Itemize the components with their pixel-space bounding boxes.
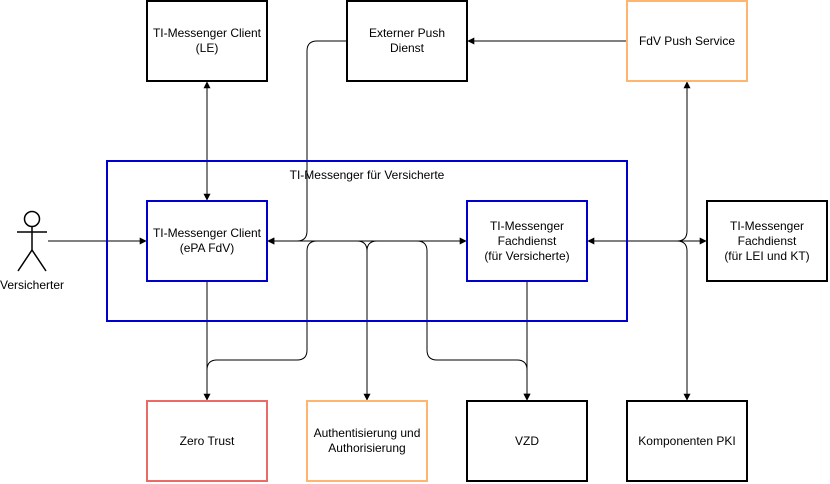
client-epa-label: TI-Messenger Client (ePA FdV) [152, 226, 262, 255]
container-title: TI-Messenger für Versicherte [289, 168, 445, 182]
external-push-box[interactable]: Externer Push Dienst [346, 0, 468, 82]
actor-icon [17, 210, 47, 272]
zero-trust-label: Zero Trust [179, 433, 235, 448]
ti-messenger-versicherte-container: TI-Messenger für Versicherte [106, 160, 628, 322]
authn-label: Authentisierung und Authorisierung [313, 426, 421, 455]
fachdienst-lei-label: TI-Messenger Fachdienst (für LEI und KT) [724, 218, 810, 263]
client-le-label: TI-Messenger Client (LE) [152, 26, 262, 55]
pki-label: Komponenten PKI [638, 433, 736, 448]
fdv-push-box[interactable]: FdV Push Service [626, 0, 748, 82]
fachdienst-versicherte-box[interactable]: TI-Messenger Fachdienst (für Versicherte… [466, 200, 588, 282]
vzd-box[interactable]: VZD [466, 400, 588, 482]
zero-trust-box[interactable]: Zero Trust [146, 400, 268, 482]
pki-box[interactable]: Komponenten PKI [626, 400, 748, 482]
fachdienst-lei-box[interactable]: TI-Messenger Fachdienst (für LEI und KT) [706, 200, 828, 282]
edge-fachdienst-to-pki [676, 240, 691, 401]
fdv-push-label: FdV Push Service [638, 33, 736, 48]
edge-bus-to-zero-trust [206, 240, 318, 371]
fachdienst-versicherte-label: TI-Messenger Fachdienst (für Versicherte… [484, 218, 570, 263]
actor-label: Versicherter [0, 278, 65, 292]
vzd-label: VZD [515, 433, 539, 448]
edge-bus-to-vzd [416, 240, 531, 401]
client-le-box[interactable]: TI-Messenger Client (LE) [146, 0, 268, 82]
client-epa-box[interactable]: TI-Messenger Client (ePA FdV) [146, 200, 268, 282]
external-push-label: Externer Push Dienst [368, 26, 446, 55]
authn-box[interactable]: Authentisierung und Authorisierung [306, 400, 428, 482]
